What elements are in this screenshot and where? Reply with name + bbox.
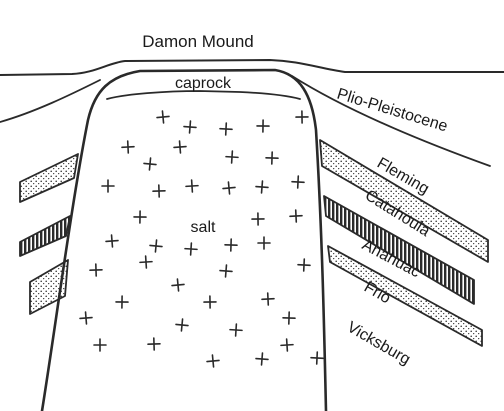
plio-pleistocene-boundary-right [291, 75, 491, 167]
salt-crystal-mark [206, 354, 220, 368]
salt-crystal-mark [225, 150, 239, 164]
salt-crystal-mark [219, 122, 233, 136]
salt-crystal-mark [184, 242, 198, 256]
salt-crystal-mark [310, 351, 324, 365]
salt-crystal-mark [105, 234, 119, 248]
left-dotted-bed-lower [29, 259, 69, 315]
salt-crystal-marks [79, 110, 324, 368]
salt-crystal-mark [93, 338, 107, 352]
salt-crystal-mark [171, 278, 185, 292]
salt-crystal-mark [280, 338, 294, 352]
caprock-boundary [106, 90, 301, 100]
right-dotted-bed-lower [327, 245, 483, 347]
salt-crystal-mark [147, 337, 161, 351]
salt-crystal-mark [149, 239, 163, 253]
salt-crystal-mark [143, 157, 157, 171]
salt-dome-outline [40, 68, 328, 411]
salt-crystal-mark [152, 184, 166, 198]
salt-crystal-mark [224, 238, 238, 252]
salt-crystal-mark [175, 318, 189, 332]
salt-crystal-mark [295, 110, 309, 124]
salt-crystal-mark [261, 292, 275, 306]
salt-crystal-mark [255, 352, 269, 366]
right-hatched-bed [323, 195, 475, 305]
left-hatched-bed [19, 215, 71, 257]
vicksburg-label: Vicksburg [344, 319, 413, 369]
plio-pleistocene-boundary-left [0, 79, 101, 123]
right-dotted-bed-upper [319, 139, 489, 263]
salt-crystal-mark [101, 179, 115, 193]
salt-crystal-mark [257, 236, 271, 250]
salt-crystal-mark [229, 323, 243, 337]
salt-crystal-mark [173, 140, 187, 154]
salt-crystal-mark [265, 151, 279, 165]
salt-crystal-mark [115, 295, 129, 309]
salt-crystal-mark [79, 311, 93, 325]
salt-crystal-mark [282, 311, 296, 325]
caprock-label: caprock [175, 75, 232, 92]
damon-mound-label: Damon Mound [142, 32, 254, 51]
left-dotted-bed-upper [19, 153, 79, 203]
salt-crystal-mark [297, 258, 311, 272]
salt-crystal-mark [183, 120, 197, 134]
salt-label: salt [191, 219, 216, 236]
salt-crystal-mark [133, 210, 147, 224]
salt-crystal-mark [203, 295, 217, 309]
salt-crystal-mark [219, 264, 233, 278]
salt-crystal-mark [185, 179, 199, 193]
salt-crystal-mark [256, 119, 270, 133]
salt-crystal-mark [139, 255, 153, 269]
salt-crystal-mark [251, 212, 265, 226]
salt-crystal-mark [156, 110, 170, 124]
salt-crystal-mark [89, 263, 103, 277]
salt-crystal-mark [291, 175, 305, 189]
salt-crystal-mark [121, 140, 135, 154]
salt-crystal-mark [255, 180, 269, 194]
salt-crystal-mark [222, 181, 236, 195]
salt-crystal-mark [289, 209, 303, 223]
ground-surface-line [0, 59, 504, 76]
